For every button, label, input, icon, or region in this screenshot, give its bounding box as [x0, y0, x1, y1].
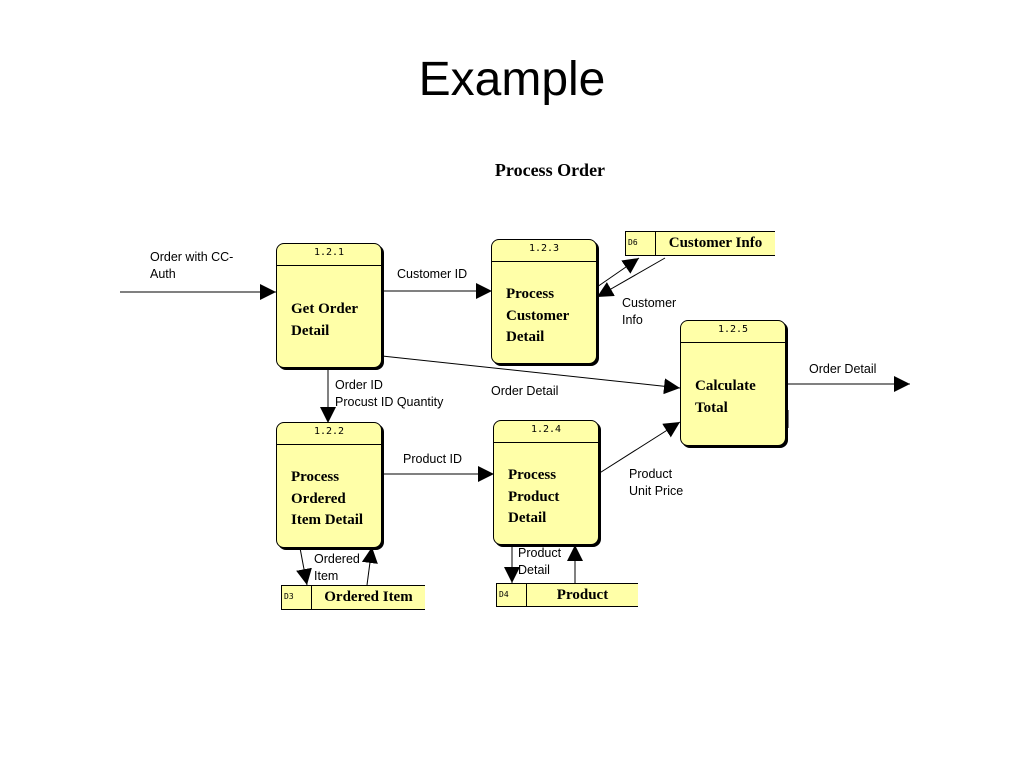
process-id: 1.2.3 [492, 240, 596, 262]
flow-label-order-detail-in: Order Detail [491, 384, 559, 398]
store-name: Ordered Item [324, 589, 413, 605]
store-name: Customer Info [668, 235, 763, 251]
process-calculate-total: 1.2.5 Calculate Total [680, 320, 786, 446]
flow-label-order-detail-out: Order Detail [809, 362, 877, 376]
flow-label-customer-info: Customer Info [622, 296, 677, 327]
slide-title: Example [418, 53, 606, 106]
flow-label-customer-id: Customer ID [397, 267, 468, 281]
store-id: D4 [497, 584, 527, 606]
datastore-ordered-item: D3 Ordered Item [281, 585, 425, 610]
flow-label-product-id: Product ID [403, 452, 463, 466]
process-name: Process Customer Detail [506, 286, 570, 345]
flow-to-customer-info [596, 257, 640, 288]
datastore-product: D4 Product [496, 583, 638, 607]
process-get-order-detail: 1.2.1 Get Order Detail [276, 243, 382, 368]
flow-label-ordered-item: Ordered Item [314, 552, 360, 583]
process-id: 1.2.1 [277, 244, 381, 266]
store-id: D3 [282, 586, 312, 609]
flow-label-order-with-cc-auth: Order with CC- Auth [150, 250, 234, 281]
process-ordered-item-detail: 1.2.2 Process Ordered Item Detail [276, 422, 382, 548]
flow-product-unit-price [597, 421, 681, 475]
flow-from-ordered-item [361, 546, 378, 586]
diagram-title: Process Order [494, 160, 606, 180]
store-name: Product [556, 587, 609, 603]
flow-order-detail-in [381, 355, 681, 395]
process-name: Get Order Detail [291, 301, 359, 339]
flow-label-product-detail: Product Detail [518, 546, 562, 577]
flow-label-product-unit-price: Product Unit Price [629, 467, 684, 498]
datastore-customer-info: D6 Customer Info [625, 231, 775, 256]
process-name: Calculate Total [695, 378, 756, 416]
process-name: Process Product Detail [508, 467, 560, 526]
process-name: Process Ordered Item Detail [291, 469, 364, 528]
process-customer-detail: 1.2.3 Process Customer Detail [491, 239, 597, 364]
process-product-detail: 1.2.4 Process Product Detail [493, 420, 599, 545]
store-id: D6 [626, 232, 656, 255]
process-id: 1.2.2 [277, 423, 381, 445]
process-id: 1.2.4 [494, 421, 598, 443]
flow-from-customer-info [596, 257, 666, 298]
process-id: 1.2.5 [681, 321, 785, 343]
flow-to-ordered-item [296, 547, 312, 586]
flow-label-order-id-product-qty: Order ID Procust ID Quantity [335, 378, 444, 409]
